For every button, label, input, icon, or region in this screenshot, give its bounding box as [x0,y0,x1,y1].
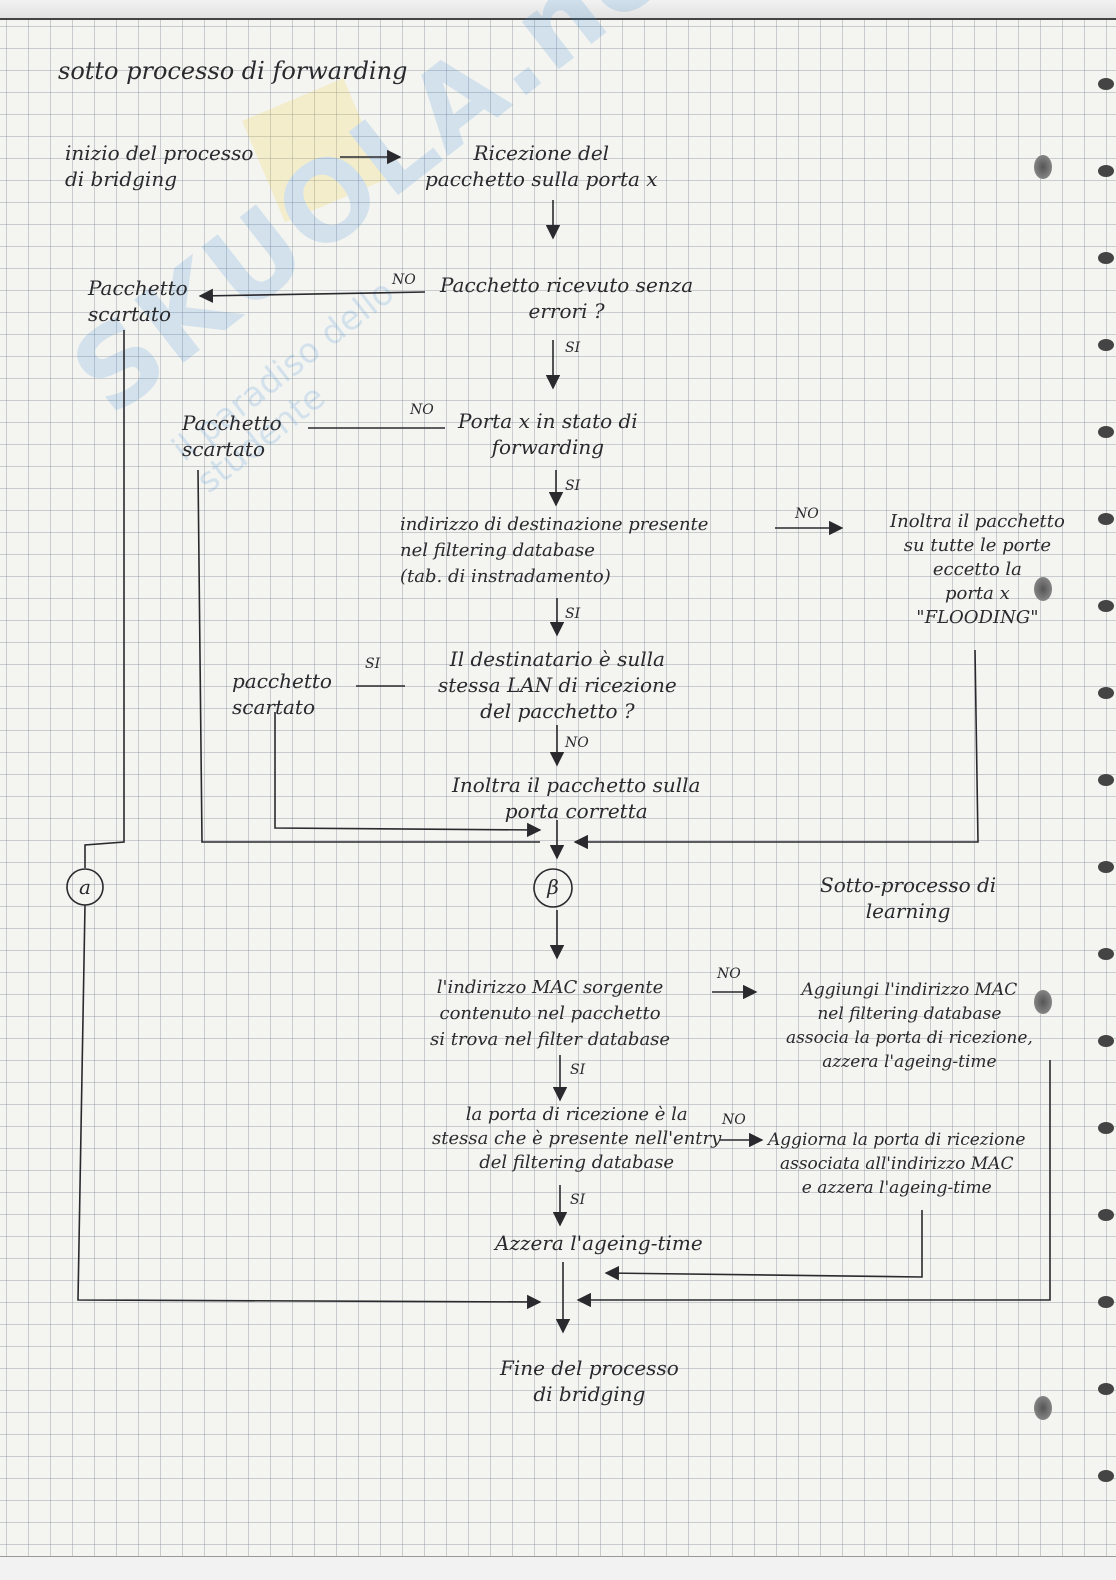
node-q-lan: Il destinatario è sulla stessa LAN di ri… [438,647,677,723]
spiral-ring [1098,339,1114,351]
binder-hole [1034,155,1052,179]
node-q-stato: Porta x in stato di forwarding [458,409,638,459]
connector-alpha-label: a [79,875,91,899]
label-si-3: SI [565,606,581,622]
edge-aggiorna-merge [604,1210,923,1281]
label-no-5: NO [717,966,741,982]
label-no-4: NO [565,735,589,751]
edge-flooding-merge [573,649,979,850]
binder-hole [1034,577,1052,601]
edge-errori-no [198,288,426,303]
spiral-ring [1098,165,1114,177]
binder-hole [1034,990,1052,1014]
spiral-ring [1098,1209,1114,1221]
spiral-ring [1098,252,1114,264]
spiral-ring [1098,78,1114,90]
node-learning-title: Sotto-processo di learning [820,873,997,923]
node-inoltro: Inoltra il pacchetto sulla porta corrett… [452,773,701,823]
spiral-ring [1098,513,1114,525]
connector-beta-circle [533,868,573,908]
node-aggiorna: Aggiorna la porta di ricezione associata… [768,1130,1026,1198]
edge-scartato2-merge [197,469,540,843]
label-si-6: SI [570,1192,586,1208]
node-aggiungi: Aggiungi l'indirizzo MAC nel filtering d… [786,980,1033,1072]
edge-scartato1-alpha [84,330,125,868]
node-ricezione: Ricezione del pacchetto sulla porta x [425,141,658,191]
node-q-errori: Pacchetto ricevuto senza errori ? [440,273,694,323]
spiral-ring [1098,948,1114,960]
page-bottom-edge [0,1556,1116,1580]
page-top-edge [0,0,1116,20]
label-no-6: NO [722,1112,746,1128]
binder-hole [1034,1396,1052,1420]
node-scartato-1: Pacchetto scartato [88,276,188,326]
edge-alpha-merge [77,904,542,1310]
label-no-1: NO [392,272,416,288]
spiral-ring [1098,600,1114,612]
node-q-mac: l'indirizzo MAC sorgente contenuto nel p… [430,977,671,1050]
node-inizio: inizio del processo di bridging [65,141,254,191]
connector-alpha-circle [66,868,104,906]
edge-scartato3-merge [274,712,542,838]
spiral-ring [1098,1383,1114,1395]
node-fine: Fine del processo di bridging [500,1356,679,1406]
connector-beta-label: β [547,875,559,899]
node-flooding: Inoltra il pacchetto su tutte le porte e… [890,511,1065,628]
spiral-ring [1098,1122,1114,1134]
spiral-ring [1098,1470,1114,1482]
node-scartato-2: Pacchetto scartato [182,411,282,461]
label-no-2: NO [410,402,434,418]
edge-aggiungi-merge [576,1060,1051,1308]
spiral-ring [1098,1035,1114,1047]
label-si-5: SI [570,1062,586,1078]
spiral-ring [1098,687,1114,699]
label-no-3: NO [795,506,819,522]
spiral-ring [1098,861,1114,873]
spiral-ring [1098,774,1114,786]
node-azzera: Azzera l'ageing-time [495,1231,703,1255]
label-si-4: SI [365,656,381,672]
spiral-ring [1098,426,1114,438]
node-q-indirizzo: indirizzo di destinazione presente nel f… [400,514,709,587]
label-si-1: SI [565,340,581,356]
page-title: sotto processo di forwarding [58,57,408,85]
node-scartato-3: pacchetto scartato [232,669,332,719]
node-q-porta: la porta di ricezione è la stessa che è … [432,1104,722,1173]
spiral-ring [1098,1296,1114,1308]
label-si-2: SI [565,478,581,494]
